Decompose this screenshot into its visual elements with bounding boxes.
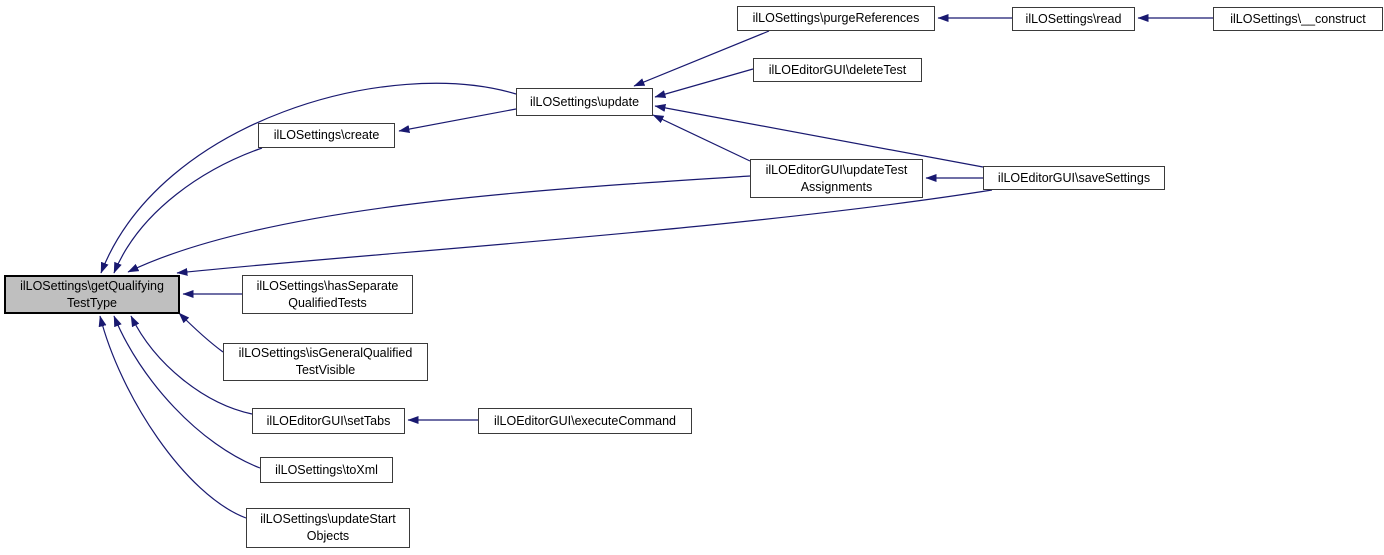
node-updateTestAssignments[interactable]: ilLOEditorGUI\updateTest Assignments: [750, 159, 923, 198]
edge-create-to-getQualifyingTestType: [113, 147, 263, 274]
edge-saveSettings-to-update: [654, 103, 984, 168]
node-create[interactable]: ilLOSettings\create: [258, 123, 395, 148]
node-toXml[interactable]: ilLOSettings\toXml: [260, 457, 393, 483]
edge-update-to-create: [398, 108, 517, 133]
node-setTabs[interactable]: ilLOEditorGUI\setTabs: [252, 408, 405, 434]
edge-purgeReferences-to-update: [633, 30, 770, 87]
node-getQualifyingTestType: ilLOSettings\getQualifying TestType: [4, 275, 180, 314]
edge-toXml-to-getQualifyingTestType: [113, 315, 261, 469]
node-deleteTest[interactable]: ilLOEditorGUI\deleteTest: [753, 58, 922, 82]
node-update[interactable]: ilLOSettings\update: [516, 88, 653, 116]
edge-isGeneralQualifiedTestVisible-to-getQualifyingTestType: [178, 312, 224, 353]
edge-setTabs-to-getQualifyingTestType: [130, 315, 253, 415]
node-construct[interactable]: ilLOSettings\__construct: [1213, 7, 1383, 31]
node-isGeneralQualifiedTestVisible[interactable]: ilLOSettings\isGeneralQualified TestVisi…: [223, 343, 428, 381]
edge-deleteTest-to-update: [654, 68, 754, 98]
node-purgeReferences[interactable]: ilLOSettings\purgeReferences: [737, 6, 935, 31]
edge-saveSettings-to-getQualifyingTestType: [176, 189, 993, 276]
node-read[interactable]: ilLOSettings\read: [1012, 7, 1135, 31]
node-hasSeparateQualifiedTests[interactable]: ilLOSettings\hasSeparate QualifiedTests: [242, 275, 413, 314]
edge-updateTestAssignments-to-getQualifyingTestType: [127, 175, 751, 273]
edge-updateStartObjects-to-getQualifyingTestType: [98, 315, 247, 519]
node-updateStartObjects[interactable]: ilLOSettings\updateStart Objects: [246, 508, 410, 548]
edge-update-to-getQualifyingTestType: [100, 82, 517, 274]
node-executeCommand[interactable]: ilLOEditorGUI\executeCommand: [478, 408, 692, 434]
edge-updateTestAssignments-to-update: [652, 114, 751, 162]
node-saveSettings[interactable]: ilLOEditorGUI\saveSettings: [983, 166, 1165, 190]
